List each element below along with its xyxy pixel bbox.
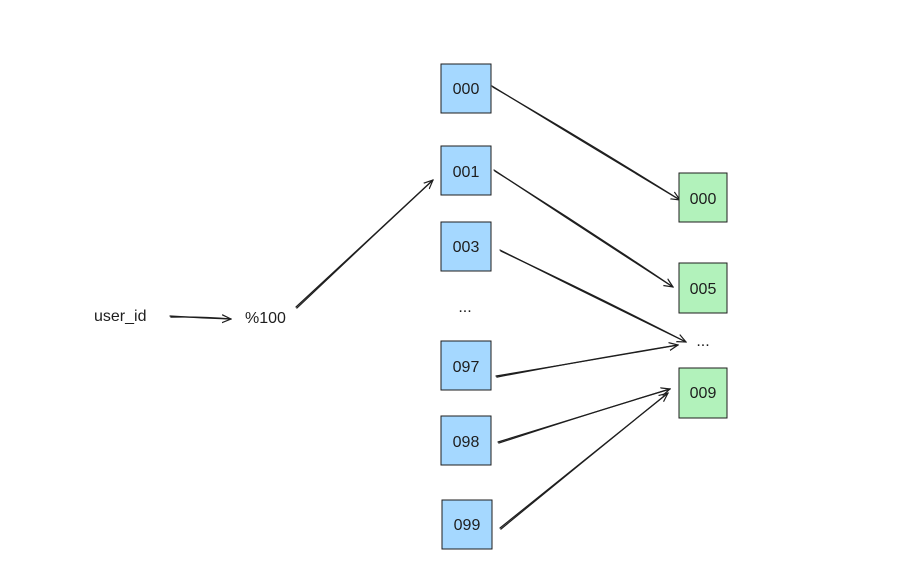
source-node-label: 000 bbox=[453, 81, 480, 98]
operation-label: %100 bbox=[245, 310, 286, 327]
source-node-097: 097 bbox=[440, 340, 492, 391]
source-node-000: 000 bbox=[440, 63, 492, 114]
target-node-label: 005 bbox=[690, 281, 717, 298]
edges-layer bbox=[169, 85, 687, 530]
edge-mod100-to-s001 bbox=[296, 179, 434, 309]
source-ellipsis: ... bbox=[458, 299, 471, 316]
edge-user_id-to-mod100 bbox=[170, 316, 232, 320]
source-node-099: 099 bbox=[441, 499, 493, 550]
edge-s000-to-t000 bbox=[492, 86, 681, 201]
target-node-009: 009 bbox=[678, 367, 728, 419]
target-node-005: 005 bbox=[678, 262, 728, 314]
source-node-label: 099 bbox=[454, 517, 481, 534]
source-node-003: 003 bbox=[440, 221, 492, 272]
target-node-label: 009 bbox=[690, 385, 717, 402]
target-ellipsis: ... bbox=[696, 333, 709, 350]
edge-s003-to-target_ellipsis bbox=[500, 250, 687, 343]
input-label: user_id bbox=[94, 308, 146, 325]
edge-s098-to-t009 bbox=[498, 388, 671, 444]
source-node-label: 097 bbox=[453, 359, 480, 376]
edge-s001-to-t005 bbox=[494, 170, 674, 288]
source-node-001: 001 bbox=[440, 145, 492, 196]
edge-s097-to-target_ellipsis bbox=[496, 344, 679, 378]
edge-s099-to-t009 bbox=[500, 392, 669, 530]
source-node-label: 098 bbox=[453, 434, 480, 451]
target-node-000: 000 bbox=[678, 172, 728, 223]
source-node-label: 001 bbox=[453, 164, 480, 181]
source-node-label: 003 bbox=[453, 239, 480, 256]
target-node-label: 000 bbox=[690, 191, 717, 208]
source-node-098: 098 bbox=[440, 415, 492, 466]
